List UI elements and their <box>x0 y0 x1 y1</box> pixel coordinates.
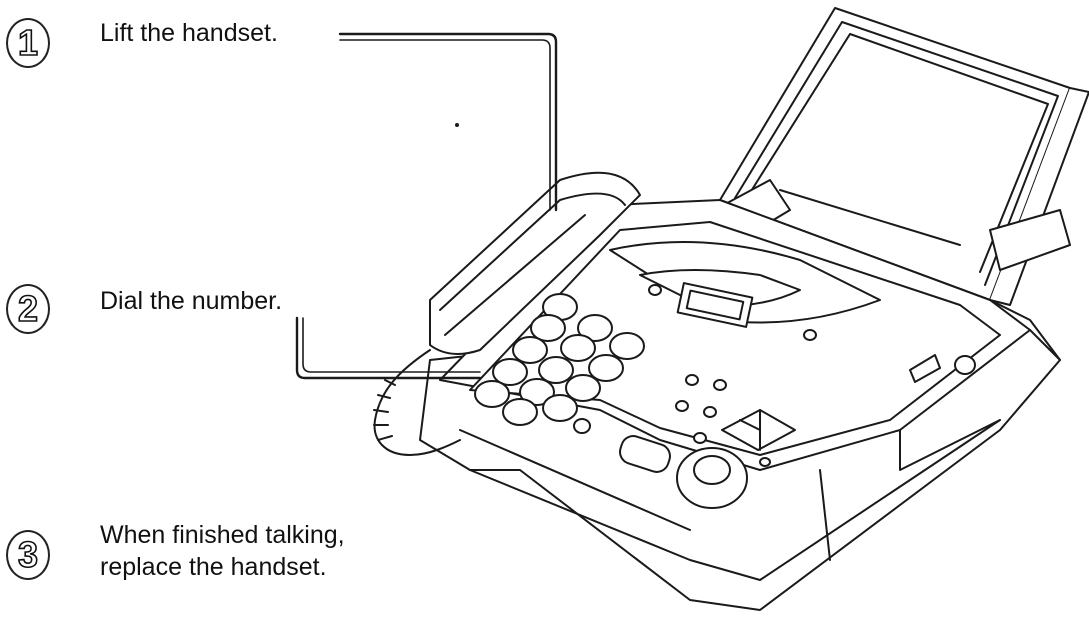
step-2-badge: 2 <box>6 284 50 334</box>
step-1-badge: 1 <box>6 18 50 68</box>
callout-line-step-1 <box>340 34 556 210</box>
callout-line-step-1-inner <box>340 40 550 210</box>
step-1-text: Lift the handset. <box>100 18 278 49</box>
step-1-number: 1 <box>18 25 38 61</box>
step-2-text: Dial the number. <box>100 286 282 317</box>
step-3-text-line-1: When finished talking, <box>100 520 345 551</box>
step-3-text-line-2: replace the handset. <box>100 552 327 583</box>
step-3-badge: 3 <box>6 530 50 580</box>
step-2-number: 2 <box>18 291 38 327</box>
stray-dot <box>455 123 459 127</box>
step-3-number: 3 <box>18 537 38 573</box>
